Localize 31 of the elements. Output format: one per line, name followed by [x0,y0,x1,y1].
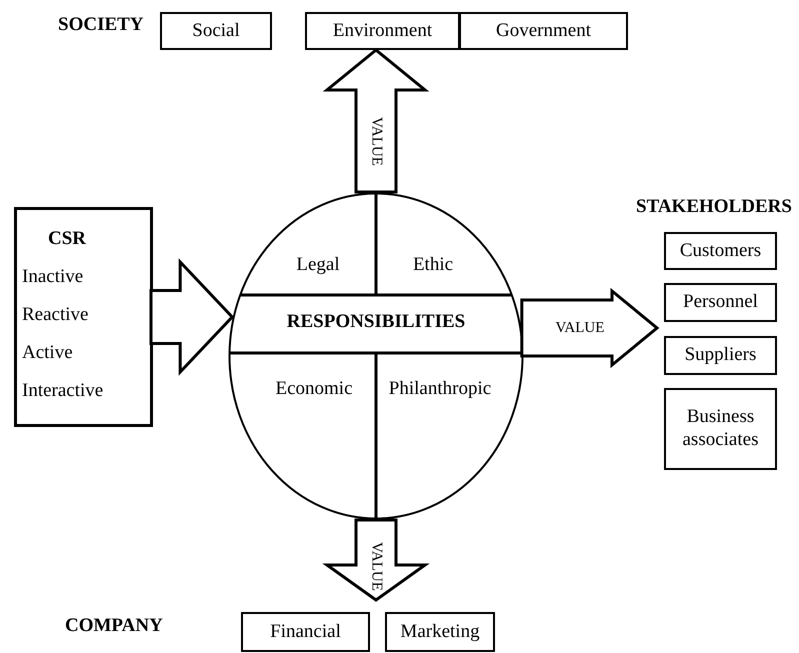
text-box: Customers [664,232,777,270]
text-box: Marketing [385,612,495,652]
quadrant-label: Ethic [383,247,483,283]
edge-label: VALUE [368,542,384,590]
group-heading: SOCIETY [58,14,144,36]
csr-level: Interactive [22,380,104,402]
csr-level: Active [22,342,73,364]
text-box: Social [160,12,272,50]
group-heading: STAKEHOLDERS [636,196,792,218]
block-arrow [520,288,660,368]
panel-heading: CSR [48,228,86,250]
csr-panel [14,207,153,427]
text-box: Business associates [664,388,777,470]
edge-label: VALUE [556,320,604,336]
quadrant-label: Economic [258,371,370,407]
text-box: Suppliers [664,336,777,375]
block-arrow [150,258,234,376]
text-box: Financial [241,612,370,652]
circle-title: RESPONSIBILITIES [286,311,466,333]
quadrant-label: Philanthropic [378,371,502,407]
csr-level: Inactive [22,266,84,288]
block-arrow [322,48,430,194]
text-box: Environment [305,12,460,50]
group-heading: COMPANY [65,615,163,637]
edge-label: VALUE [368,116,384,166]
text-box: Government [459,12,628,50]
responsibilities-circle [228,192,524,520]
csr-level: Reactive [22,304,88,326]
quadrant-label: Legal [268,247,368,283]
text-box: Personnel [664,283,777,322]
block-arrow [322,518,430,602]
